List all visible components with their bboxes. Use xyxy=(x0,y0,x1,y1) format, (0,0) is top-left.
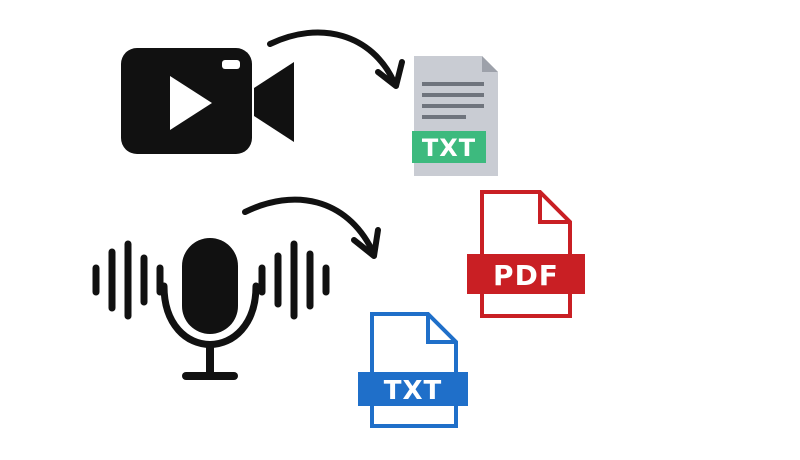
txt-file-icon: TXT xyxy=(358,312,468,428)
curved-arrow-icon xyxy=(267,29,405,89)
sound-waves xyxy=(92,240,330,320)
video-camera-icon xyxy=(121,48,294,154)
txt-file-icon: TXT xyxy=(412,56,498,176)
txt-file-label: TXT xyxy=(384,376,443,406)
microphone-icon xyxy=(92,238,330,380)
pdf-file-icon: PDF xyxy=(467,190,585,318)
txt-file-label: TXT xyxy=(422,134,476,162)
curved-arrow-icon xyxy=(242,196,381,259)
pdf-file-label: PDF xyxy=(493,259,559,292)
